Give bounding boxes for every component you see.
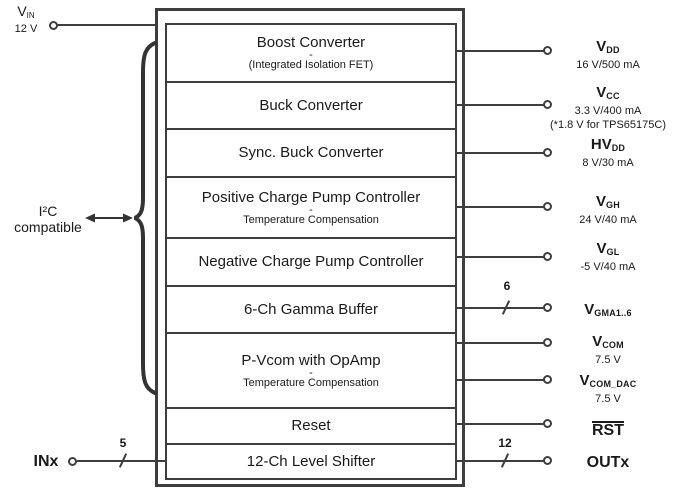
bus-width-outx: 12	[498, 436, 512, 450]
terminal-outx-icon	[543, 456, 552, 465]
block-positive-charge-pump: Positive Charge Pump Controller - Temper…	[165, 176, 457, 239]
wire-vgma	[455, 307, 544, 309]
port-value: 7.5 V	[595, 354, 621, 366]
port-name: HVDD	[590, 136, 626, 154]
port-name: OUTx	[586, 454, 630, 471]
terminal-vcom-icon	[543, 338, 552, 347]
block-title: Negative Charge Pump Controller	[198, 253, 424, 270]
wire-vcc	[455, 104, 544, 106]
block-subtitle: (Integrated Isolation FET)	[248, 59, 374, 71]
port-label-vgl: VGL -5 V/40 mA	[540, 241, 676, 275]
block-title: 6-Ch Gamma Buffer	[244, 300, 378, 318]
wire-rst	[455, 423, 544, 425]
terminal-vdd-icon	[543, 46, 552, 55]
wire-hvdd	[455, 152, 544, 154]
block-buck-converter: Buck Converter	[165, 81, 457, 130]
port-subscript: COM_DAC	[589, 379, 637, 389]
port-name: VGMA1..6	[584, 301, 632, 319]
port-label-vgh: VGH 24 V/40 mA	[540, 194, 676, 228]
port-value: 7.5 V	[595, 393, 621, 405]
wire-vcom	[455, 342, 544, 344]
block-title: 12-Ch Level Shifter	[246, 452, 376, 470]
port-label-vdd: VDD 16 V/500 mA	[540, 39, 676, 73]
block-title: Buck Converter	[259, 96, 363, 114]
port-subscript: GL	[606, 247, 620, 257]
active-low-overline: RST	[592, 421, 624, 439]
bus-width-inx: 5	[119, 436, 127, 450]
port-subscript: DD	[611, 143, 626, 153]
inx-port-label: INx	[33, 453, 59, 470]
vin-value: 12 V	[14, 23, 38, 35]
bus-width-vgma: 6	[503, 279, 511, 293]
port-value: 16 V/500 mA	[576, 59, 640, 71]
block-level-shifter: 12-Ch Level Shifter	[165, 443, 457, 480]
block-separator: -	[309, 203, 313, 216]
port-name: VDD	[596, 38, 620, 56]
block-sync-buck-converter: Sync. Buck Converter	[165, 128, 457, 178]
double-arrow-icon	[85, 213, 133, 223]
port-label-hvdd: HVDD 8 V/30 mA	[540, 137, 676, 171]
port-subscript: COM	[602, 340, 624, 350]
port-label-vcomdac: VCOM_DAC 7.5 V	[540, 373, 676, 407]
block-gamma-buffer: 6-Ch Gamma Buffer	[165, 285, 457, 334]
block-title: Sync. Buck Converter	[238, 144, 384, 161]
port-label-outx: OUTx	[540, 455, 676, 471]
block-title: Reset	[291, 417, 331, 434]
vin-name: VIN	[17, 3, 35, 21]
port-name: VCOM	[592, 333, 624, 351]
terminal-vgh-icon	[543, 202, 552, 211]
block-separator: -	[309, 366, 313, 379]
block-title: Positive Charge Pump Controller	[201, 188, 421, 206]
block-reset: Reset	[165, 407, 457, 445]
wire-vcomdac	[455, 379, 544, 381]
wire-vgl	[455, 256, 544, 258]
port-value: -5 V/40 mA	[580, 261, 636, 273]
terminal-vgl-icon	[543, 252, 552, 261]
port-name: VGH	[596, 193, 620, 211]
port-value: 8 V/30 mA	[582, 157, 634, 169]
port-name: RST	[540, 421, 676, 439]
block-negative-charge-pump: Negative Charge Pump Controller	[165, 237, 457, 287]
wire-outx	[455, 460, 544, 462]
i2c-line2: compatible	[14, 219, 82, 235]
port-note: (*1.8 V for TPS65175C)	[550, 119, 666, 131]
port-name: VCC	[596, 84, 620, 102]
i2c-line1: I²C	[38, 203, 58, 219]
wire-vgh	[455, 206, 544, 208]
terminal-vcomdac-icon	[543, 375, 552, 384]
block-separator: -	[309, 49, 313, 61]
wire-vdd	[455, 50, 544, 52]
port-label-vcc: VCC 3.3 V/400 mA (*1.8 V for TPS65175C)	[540, 85, 676, 132]
terminal-rst-icon	[543, 419, 552, 428]
block-title: Boost Converter	[256, 34, 366, 51]
terminal-hvdd-icon	[543, 148, 552, 157]
block-boost-converter: Boost Converter - (Integrated Isolation …	[165, 23, 457, 83]
i2c-label: I²C compatible	[2, 203, 94, 235]
port-label-vcom: VCOM 7.5 V	[540, 334, 676, 368]
port-name: VGL	[596, 240, 620, 258]
block-subtitle: Temperature Compensation	[243, 213, 379, 226]
port-value: 24 V/40 mA	[579, 214, 637, 226]
port-subscript: GMA1..6	[594, 308, 632, 318]
vin-port-label: VIN 12 V	[4, 4, 48, 36]
block-subtitle: Temperature Compensation	[243, 376, 379, 389]
vin-subscript: IN	[26, 11, 35, 20]
port-value: 3.3 V/400 mA	[574, 105, 642, 117]
port-subscript: CC	[606, 91, 620, 101]
i2c-brace	[134, 41, 157, 395]
inx-terminal-icon	[68, 457, 77, 466]
port-name: VCOM_DAC	[579, 372, 637, 390]
terminal-vcc-icon	[543, 100, 552, 109]
port-label-rst: RST	[540, 421, 676, 439]
block-p-vcom: P-Vcom with OpAmp - Temperature Compensa…	[165, 332, 457, 409]
function-block-stack: Boost Converter - (Integrated Isolation …	[165, 23, 457, 480]
block-title: P-Vcom with OpAmp	[241, 351, 381, 369]
port-subscript: GH	[606, 200, 620, 210]
terminal-vgma-icon	[543, 303, 552, 312]
vin-wire	[57, 24, 155, 26]
port-label-vgma: VGMA1..6	[540, 302, 676, 321]
port-subscript: DD	[606, 45, 620, 55]
